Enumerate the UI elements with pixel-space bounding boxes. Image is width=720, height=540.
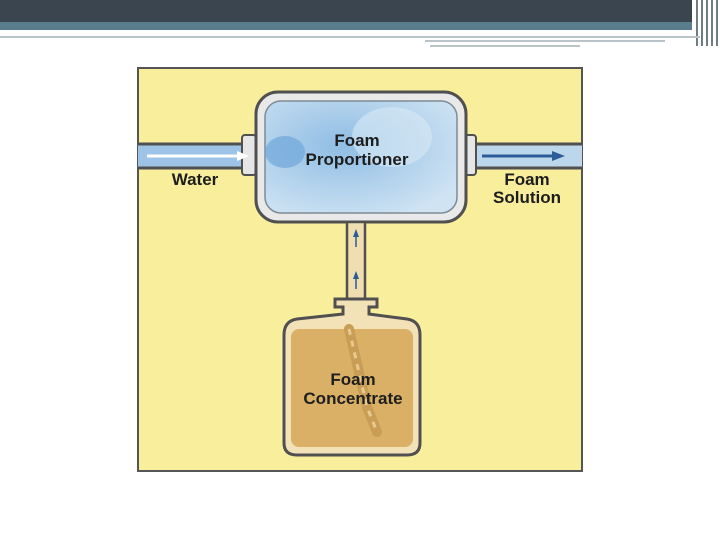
concentrate-label-line1: Foam [330, 370, 375, 389]
proportioner-label-line1: Foam [334, 131, 379, 150]
slide-corner-decoration [692, 0, 720, 48]
solution-label-line1: Foam [504, 170, 549, 189]
proportioner-label-line2: Proportioner [306, 150, 409, 169]
foam-proportioner-chamber [254, 90, 468, 224]
solution-flow-arrow-icon [482, 151, 565, 161]
water-flow-arrow-icon [147, 151, 249, 161]
slide-divider-line [0, 36, 700, 38]
water-inlet-pipe [138, 134, 258, 176]
slide-header-bar [0, 0, 720, 22]
slide-divider-line [425, 40, 665, 42]
up-flow-arrow-icon [353, 271, 359, 279]
concentrate-label-line2: Concentrate [303, 389, 402, 408]
foam-concentrate-container [282, 297, 422, 457]
up-flow-arrow-icon [353, 229, 359, 237]
slide-divider-line [430, 45, 580, 47]
solution-label-line2: Solution [493, 188, 561, 207]
water-label: Water [172, 170, 219, 189]
foam-proportioning-diagram: Foam Proportioner Water Foam Solution Fo… [137, 67, 583, 472]
slide-header-accent [0, 22, 720, 30]
